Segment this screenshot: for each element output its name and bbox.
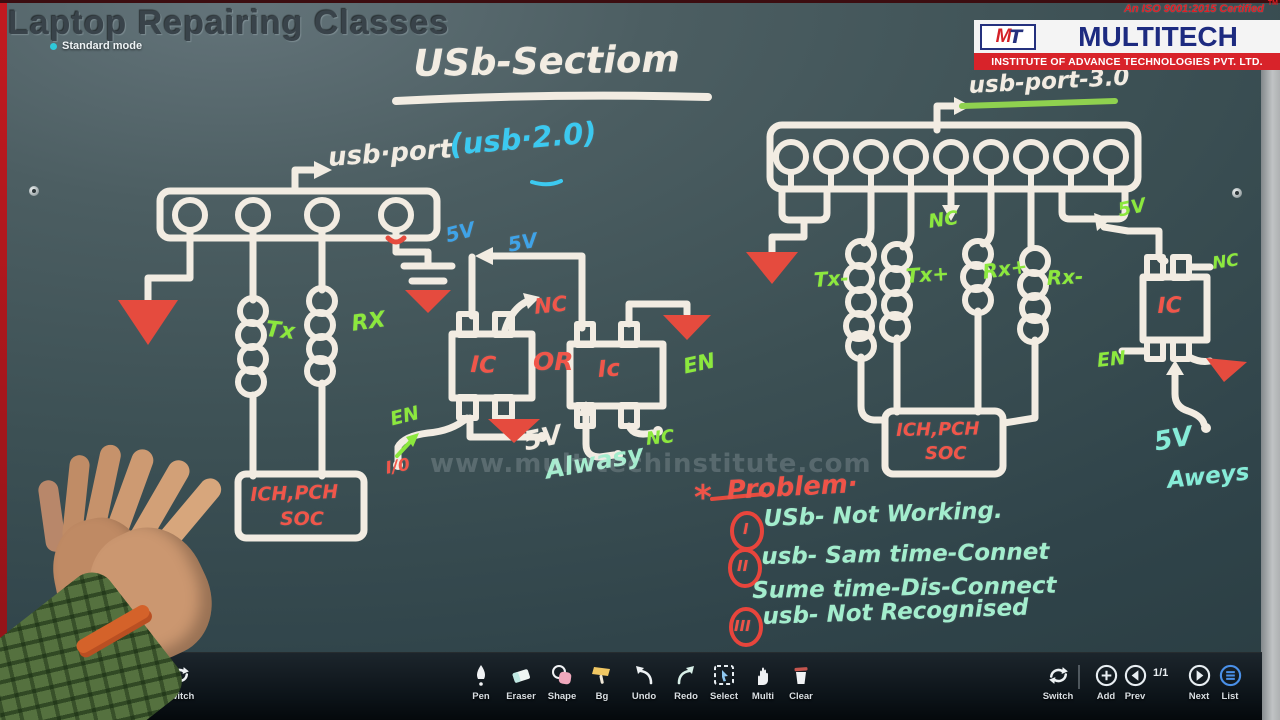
problem2-line1: usb- Sam time-Connet <box>761 538 1050 570</box>
tx-label: Tx <box>264 317 297 345</box>
multi-touch-hand-icon <box>741 659 785 691</box>
nc-green-label: NC <box>645 426 676 450</box>
select-button[interactable]: Select <box>702 659 746 702</box>
problem-number-circles <box>728 511 764 647</box>
watermark: www.multitechinstitute.com <box>430 449 872 479</box>
mode-indicator: Standard mode <box>50 40 142 52</box>
switch-icon <box>1033 659 1083 691</box>
next-label: Next <box>1188 691 1210 702</box>
green-marks <box>395 98 1118 458</box>
board-title: USb-Sectiom <box>413 37 681 85</box>
mode-dot-icon <box>50 42 57 50</box>
ic1-label: IC <box>470 352 497 379</box>
next-button[interactable]: Next <box>1177 659 1221 702</box>
usb3-nc-label: NC <box>927 206 960 233</box>
list-circle-icon <box>1208 659 1252 691</box>
redo-button[interactable]: Redo <box>664 659 708 702</box>
trademark-text: TM <box>1267 0 1278 7</box>
undo-button[interactable]: Undo <box>622 659 666 702</box>
shape-label: Shape <box>547 691 577 702</box>
usb3-en-label: EN <box>1096 346 1128 372</box>
mode-label: Standard mode <box>62 40 143 52</box>
add-button[interactable]: Add <box>1084 659 1128 702</box>
tx-minus-label: Tx- <box>813 265 850 292</box>
background-icon <box>580 659 624 691</box>
rx-minus-label: Rx- <box>1046 264 1084 290</box>
problem2-num: II <box>737 557 749 575</box>
next-circle-icon <box>1177 659 1221 691</box>
prev-label: Prev <box>1124 691 1146 702</box>
mt-emblem-t: T <box>1009 25 1022 48</box>
mt-emblem-m: M <box>995 25 1012 47</box>
background-button[interactable]: Bg <box>580 659 624 702</box>
brand-name: MULTITECH <box>1078 20 1238 52</box>
redo-arrow-icon <box>664 659 708 691</box>
usb3-soc-line2: SOC <box>925 443 967 464</box>
nc-red-label: NC <box>533 291 569 319</box>
usb3-diagram-strokes <box>766 102 1214 478</box>
problem3-num: III <box>734 617 751 635</box>
brand-logo-block: An ISO 9001:2015 Certified TM M T MULTIT… <box>974 0 1280 74</box>
ic2-label: Ic <box>597 355 621 383</box>
shape-icon <box>540 659 584 691</box>
switch-right-button[interactable]: Switch <box>1033 659 1083 702</box>
background-label: Bg <box>595 691 609 702</box>
problem-star: * <box>694 478 712 518</box>
usb3-ic-label: IC <box>1157 293 1183 319</box>
video-title: Laptop Repairing Classes <box>8 4 450 42</box>
toolbar: QR Switch Pen Eraser Shape <box>0 652 1262 720</box>
undo-arrow-icon <box>622 659 666 691</box>
clear-label: Clear <box>789 691 813 702</box>
rx-label: RX <box>350 307 388 337</box>
usb3-soc-line1: ICH,PCH <box>896 418 980 441</box>
pen-label: Pen <box>472 691 490 702</box>
clear-trash-icon <box>779 659 823 691</box>
board-screw-right <box>1232 188 1242 198</box>
v5-blue-right-label: 5V <box>506 227 540 257</box>
multi-label: Multi <box>751 691 775 702</box>
undo-label: Undo <box>631 691 657 702</box>
logo-bar: M T MULTITECH <box>974 20 1280 53</box>
eraser-icon <box>499 659 543 691</box>
usb2-diagram-strokes <box>144 91 712 542</box>
tx-plus-label: Tx+ <box>905 260 950 288</box>
prev-circle-icon <box>1113 659 1157 691</box>
mt-emblem-icon: M T <box>980 23 1036 50</box>
select-marquee-icon <box>702 659 746 691</box>
pen-icon <box>459 659 503 691</box>
eraser-label: Eraser <box>506 691 536 702</box>
eraser-button[interactable]: Eraser <box>499 659 543 702</box>
add-label: Add <box>1096 691 1116 702</box>
prev-button[interactable]: Prev <box>1113 659 1157 702</box>
switch-right-label: Switch <box>1042 691 1074 702</box>
select-label: Select <box>710 691 738 702</box>
or-label: OR <box>533 347 574 376</box>
red-frame-left <box>0 0 7 720</box>
board-screw-left <box>29 186 39 196</box>
certified-text: An ISO 9001:2015 Certified <box>1123 3 1264 15</box>
pen-button[interactable]: Pen <box>459 659 503 702</box>
usb2-soc-line2: SOC <box>280 508 324 530</box>
io-label: I/0 <box>384 454 412 479</box>
list-label: List <box>1221 691 1239 702</box>
toolbar-divider <box>1078 665 1080 689</box>
usb3-nc-right-label: NC <box>1211 250 1241 274</box>
shape-button[interactable]: Shape <box>540 659 584 702</box>
clear-button[interactable]: Clear <box>779 659 823 702</box>
brand-tagline: INSTITUTE OF ADVANCE TECHNOLOGIES PVT. L… <box>974 53 1280 70</box>
redo-label: Redo <box>674 691 698 702</box>
switch-left-label: Switch <box>163 691 195 702</box>
multi-button[interactable]: Multi <box>741 659 785 702</box>
usb2-soc-line1: ICH,PCH <box>250 480 339 506</box>
problem1-num: I <box>743 520 749 538</box>
add-circle-icon <box>1084 659 1128 691</box>
wall-strip <box>1261 70 1280 720</box>
ground-symbols <box>118 252 1247 443</box>
frame-top <box>0 0 1280 3</box>
page-indicator: 1/1 <box>1153 667 1169 679</box>
red-marks <box>385 235 766 501</box>
list-button[interactable]: List <box>1208 659 1252 702</box>
